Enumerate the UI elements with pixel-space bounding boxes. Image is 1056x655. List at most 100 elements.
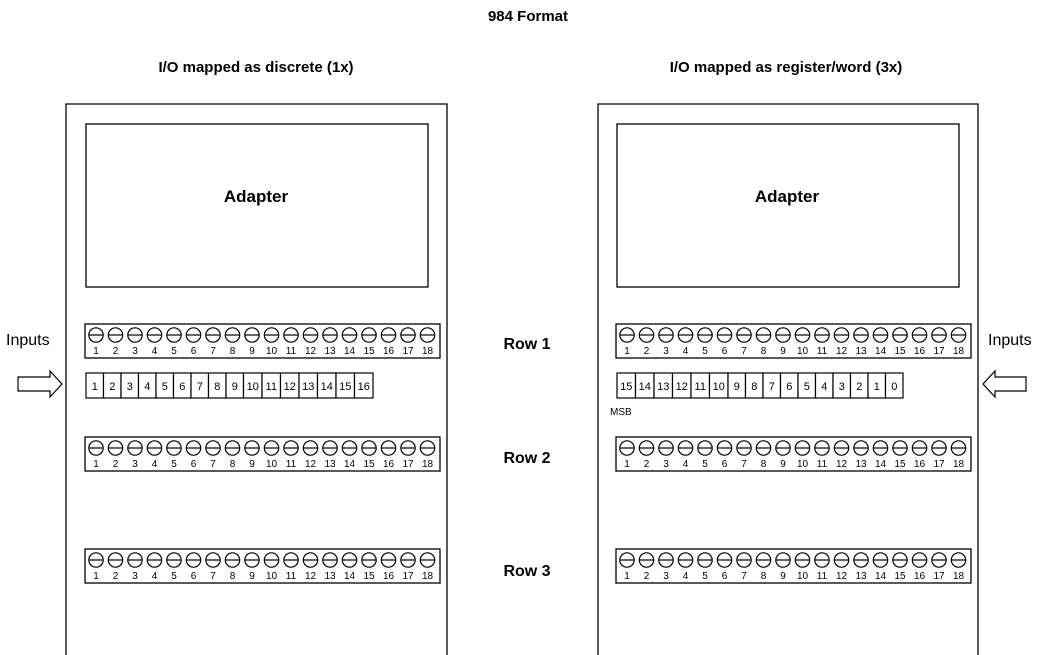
terminal-number: 5 (702, 571, 708, 582)
terminal-number: 10 (797, 346, 809, 357)
msb-label: MSB (610, 407, 632, 418)
bit-label: 15 (620, 381, 632, 393)
right-adapter-label: Adapter (755, 187, 820, 206)
bit-label: 12 (676, 381, 688, 393)
terminal-number: 9 (249, 571, 255, 582)
terminal-number: 17 (933, 346, 945, 357)
terminal-number: 10 (266, 459, 278, 470)
terminal-number: 7 (210, 346, 216, 357)
terminal-number: 6 (191, 571, 197, 582)
terminal-number: 11 (286, 346, 297, 357)
terminal-number: 4 (152, 459, 158, 470)
terminal-number: 3 (132, 571, 138, 582)
terminal-number: 1 (624, 459, 630, 470)
terminal-number: 14 (344, 571, 356, 582)
terminal-number: 13 (855, 459, 867, 470)
terminal-strip-frame (615, 436, 972, 472)
terminal-number: 18 (953, 459, 965, 470)
terminal-strip-frame (84, 323, 441, 359)
terminal-number: 6 (722, 571, 728, 582)
bit-label: 6 (786, 381, 792, 393)
terminal-number: 14 (344, 346, 356, 357)
terminal-number: 16 (914, 571, 926, 582)
terminal-number: 14 (875, 346, 887, 357)
terminal-number: 8 (761, 459, 767, 470)
terminal-number: 2 (113, 346, 119, 357)
terminal-number: 16 (914, 346, 926, 357)
terminal-number: 15 (363, 459, 375, 470)
terminal-number: 11 (817, 346, 828, 357)
bit-label: 1 (874, 381, 880, 393)
terminal-number: 2 (113, 571, 119, 582)
terminal-number: 7 (741, 346, 747, 357)
left-heading: I/O mapped as discrete (1x) (158, 59, 353, 76)
terminal-number: 13 (855, 346, 867, 357)
terminal-number: 6 (722, 459, 728, 470)
terminal-number: 4 (683, 459, 689, 470)
terminal-number: 3 (663, 459, 669, 470)
terminal-number: 4 (152, 571, 158, 582)
terminal-number: 17 (402, 346, 414, 357)
terminal-strip-frame (615, 548, 972, 584)
bit-label: 2 (856, 381, 862, 393)
bit-label: 0 (891, 381, 897, 393)
terminal-number: 7 (741, 459, 747, 470)
bit-label: 2 (109, 381, 115, 393)
terminal-number: 6 (722, 346, 728, 357)
bit-label: 13 (302, 381, 314, 393)
terminal-number: 1 (93, 459, 99, 470)
terminal-number: 13 (324, 571, 336, 582)
terminal-number: 12 (305, 459, 317, 470)
terminal-number: 8 (761, 571, 767, 582)
terminal-strip-frame (615, 323, 972, 359)
terminal-number: 18 (953, 571, 965, 582)
terminal-number: 11 (286, 459, 297, 470)
bit-box (884, 372, 904, 399)
left-input-arrow (17, 369, 63, 399)
terminal-number: 4 (152, 346, 158, 357)
terminal-number: 18 (953, 346, 965, 357)
terminal-number: 1 (93, 571, 99, 582)
right-inputs-label: Inputs (988, 332, 1032, 349)
bit-label: 7 (197, 381, 203, 393)
terminal-number: 15 (894, 346, 906, 357)
terminal-number: 2 (644, 459, 650, 470)
right-input-arrow (982, 369, 1027, 399)
terminal-number: 15 (363, 571, 375, 582)
bit-label: 4 (821, 381, 827, 393)
bit-label: 5 (804, 381, 810, 393)
terminal-number: 8 (230, 571, 236, 582)
terminal-number: 8 (761, 346, 767, 357)
bit-label: 5 (162, 381, 168, 393)
terminal-number: 12 (305, 346, 317, 357)
terminal-number: 3 (132, 459, 138, 470)
terminal-number: 13 (324, 346, 336, 357)
terminal-number: 18 (422, 459, 434, 470)
terminal-number: 7 (210, 571, 216, 582)
terminal-number: 17 (402, 571, 414, 582)
terminal-number: 9 (249, 346, 255, 357)
bit-label: 10 (713, 381, 725, 393)
bit-label: 8 (214, 381, 220, 393)
terminal-number: 9 (780, 346, 786, 357)
left-adapter-label: Adapter (224, 187, 289, 206)
terminal-number: 16 (914, 459, 926, 470)
terminal-number: 18 (422, 346, 434, 357)
terminal-number: 16 (383, 346, 395, 357)
terminal-number: 14 (344, 459, 356, 470)
bit-box (353, 372, 374, 399)
bit-label: 6 (179, 381, 185, 393)
terminal-number: 4 (683, 571, 689, 582)
terminal-number: 13 (324, 459, 336, 470)
terminal-number: 9 (780, 459, 786, 470)
terminal-number: 1 (624, 346, 630, 357)
terminal-number: 12 (836, 571, 848, 582)
bit-label: 11 (695, 381, 706, 393)
terminal-number: 5 (171, 459, 177, 470)
